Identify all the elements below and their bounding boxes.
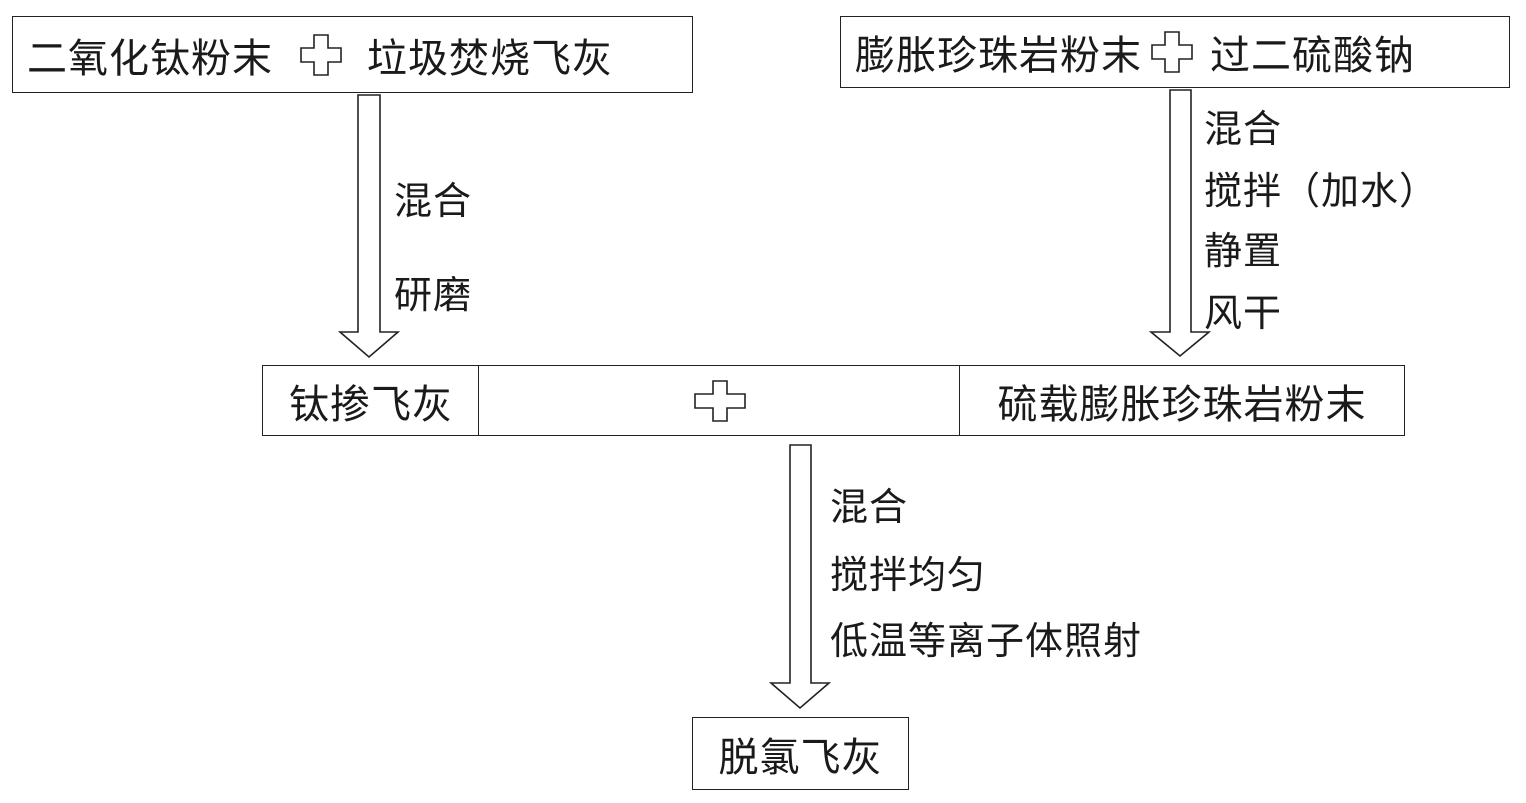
divider <box>959 366 960 435</box>
intermediate-right-cell: 硫载膨胀珍珠岩粉末 <box>960 366 1404 435</box>
step-label: 研磨 <box>394 273 473 317</box>
plus-icon <box>693 379 747 423</box>
output-box: 脱氯飞灰 <box>692 717 909 790</box>
input-box-right: 膨胀珍珠岩粉末 过二硫酸钠 <box>840 16 1510 88</box>
input-persulfate-label: 过二硫酸钠 <box>1210 33 1415 79</box>
input-perlite-powder-label: 膨胀珍珠岩粉末 <box>855 33 1142 79</box>
intermediate-left-cell: 钛掺飞灰 <box>263 366 479 435</box>
arrow-bottom-down <box>768 444 832 710</box>
divider <box>478 366 479 435</box>
step-label: 静置 <box>1204 229 1283 273</box>
arrow-left-down <box>337 94 401 359</box>
step-label: 混合 <box>830 485 909 529</box>
plus-icon <box>299 33 343 77</box>
plus-icon <box>1150 30 1194 74</box>
step-label: 混合 <box>1204 107 1283 151</box>
step-label: 混合 <box>394 179 473 223</box>
step-label: 搅拌（加水） <box>1204 169 1439 213</box>
titanium-doped-fly-ash-label: 钛掺飞灰 <box>289 381 453 428</box>
input-fly-ash-label: 垃圾焚烧飞灰 <box>367 35 613 82</box>
dechlorinated-fly-ash-label: 脱氯飞灰 <box>718 734 883 781</box>
arrow-right-down <box>1148 89 1212 358</box>
input-box-left: 二氧化钛粉末 垃圾焚烧飞灰 <box>12 16 693 93</box>
sulfur-loaded-perlite-label: 硫载膨胀珍珠岩粉末 <box>997 381 1367 428</box>
step-label: 风干 <box>1204 291 1283 335</box>
intermediate-center-cell <box>479 366 960 435</box>
step-label: 低温等离子体照射 <box>830 619 1143 663</box>
input-titanium-dioxide-label: 二氧化钛粉末 <box>27 35 273 82</box>
intermediate-box: 钛掺飞灰 硫载膨胀珍珠岩粉末 <box>262 365 1405 436</box>
step-label: 搅拌均匀 <box>830 553 987 597</box>
